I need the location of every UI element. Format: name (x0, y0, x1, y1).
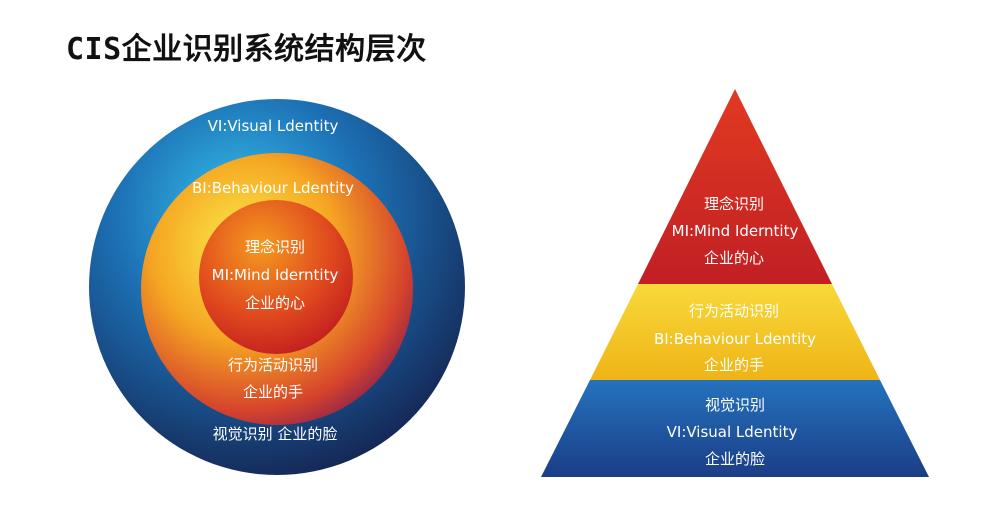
pyramid-top-line-3: 企业的心 (704, 249, 764, 267)
diagram-title: CIS企业识别系统结构层次 (66, 32, 427, 67)
pyramid-middle-line-3: 企业的手 (704, 356, 764, 374)
pyramid: 理念识别 MI:Mind Iderntity 企业的心 行为活动识别 BI:Be… (541, 89, 929, 477)
concentric-circles: VI:Visual Ldentity 视觉识别 企业的脸 BI:Behaviou… (89, 99, 465, 475)
pyramid-tier-top-mi (638, 89, 832, 284)
pyramid-top-line-1: 理念识别 (704, 195, 764, 213)
circle-inner-line-2: MI:Mind Iderntity (212, 266, 339, 284)
pyramid-tier-middle-bi (590, 284, 880, 380)
pyramid-tier-bottom-vi (541, 380, 929, 477)
circle-outer-label-bottom: 视觉识别 企业的脸 (213, 425, 338, 443)
pyramid-bottom-line-1: 视觉识别 (705, 396, 765, 414)
circle-inner-line-3: 企业的心 (245, 294, 305, 312)
pyramid-bottom-line-2: VI:Visual Ldentity (667, 423, 798, 441)
circle-inner-mi (199, 200, 353, 354)
circle-middle-label-top: BI:Behaviour Ldentity (192, 179, 354, 197)
circle-middle-label-bottom-1: 行为活动识别 (228, 356, 318, 374)
pyramid-top-line-2: MI:Mind Iderntity (672, 222, 799, 240)
pyramid-bottom-line-3: 企业的脸 (705, 450, 765, 468)
pyramid-middle-line-1: 行为活动识别 (689, 302, 779, 320)
circle-outer-label-top: VI:Visual Ldentity (208, 117, 339, 135)
pyramid-middle-line-2: BI:Behaviour Ldentity (654, 330, 816, 348)
circle-middle-label-bottom-2: 企业的手 (243, 383, 303, 401)
circle-inner-line-1: 理念识别 (245, 238, 305, 256)
